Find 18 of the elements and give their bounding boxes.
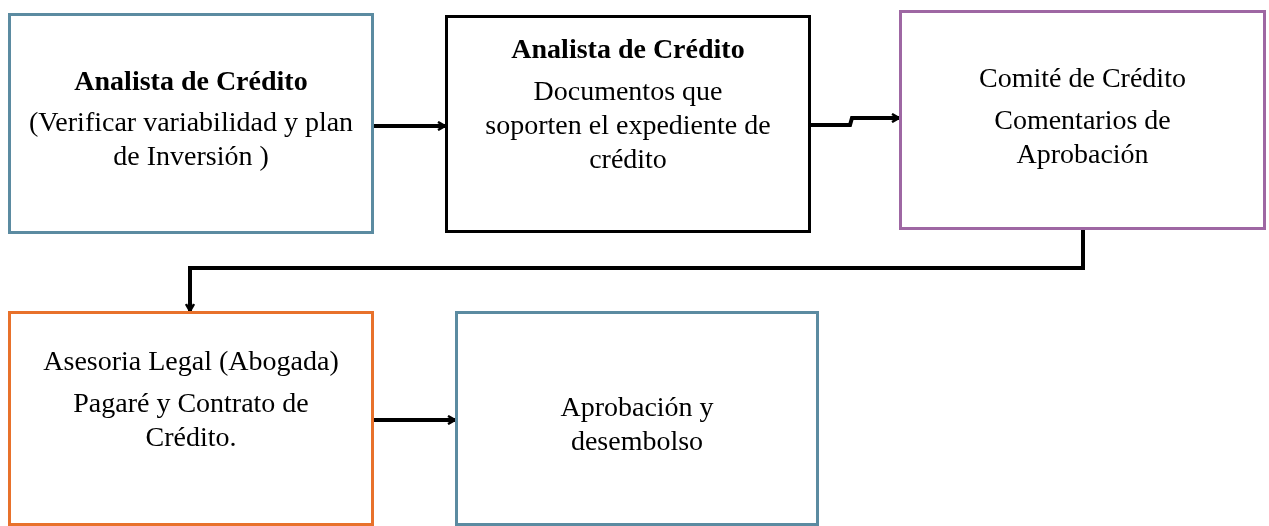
- arrow: [374, 414, 457, 426]
- box-heading: Asesoria Legal (Abogada): [43, 344, 339, 378]
- process-box: [455, 311, 819, 526]
- process-box: [445, 15, 811, 233]
- box-heading: Analista de Crédito: [74, 63, 308, 98]
- box-heading: Comité de Crédito: [979, 61, 1186, 95]
- box-text: Documentos que soporten el expediente de crédito: [484, 73, 772, 176]
- process-box: [899, 10, 1266, 230]
- box-text: Aprobación y desembolso: [559, 390, 715, 459]
- arrow: [374, 120, 447, 132]
- box-heading: Analista de Crédito: [511, 32, 745, 66]
- box-text: (Verificar variabilidad y plan de Inversión ): [27, 105, 355, 174]
- box-text: Pagaré y Contrato de Crédito.: [72, 385, 310, 454]
- process-box: [8, 311, 374, 526]
- arrow: [184, 230, 1085, 313]
- process-box: [8, 13, 374, 234]
- arrow: [811, 112, 901, 127]
- box-text: Comentarios de Aprobación: [993, 102, 1172, 171]
